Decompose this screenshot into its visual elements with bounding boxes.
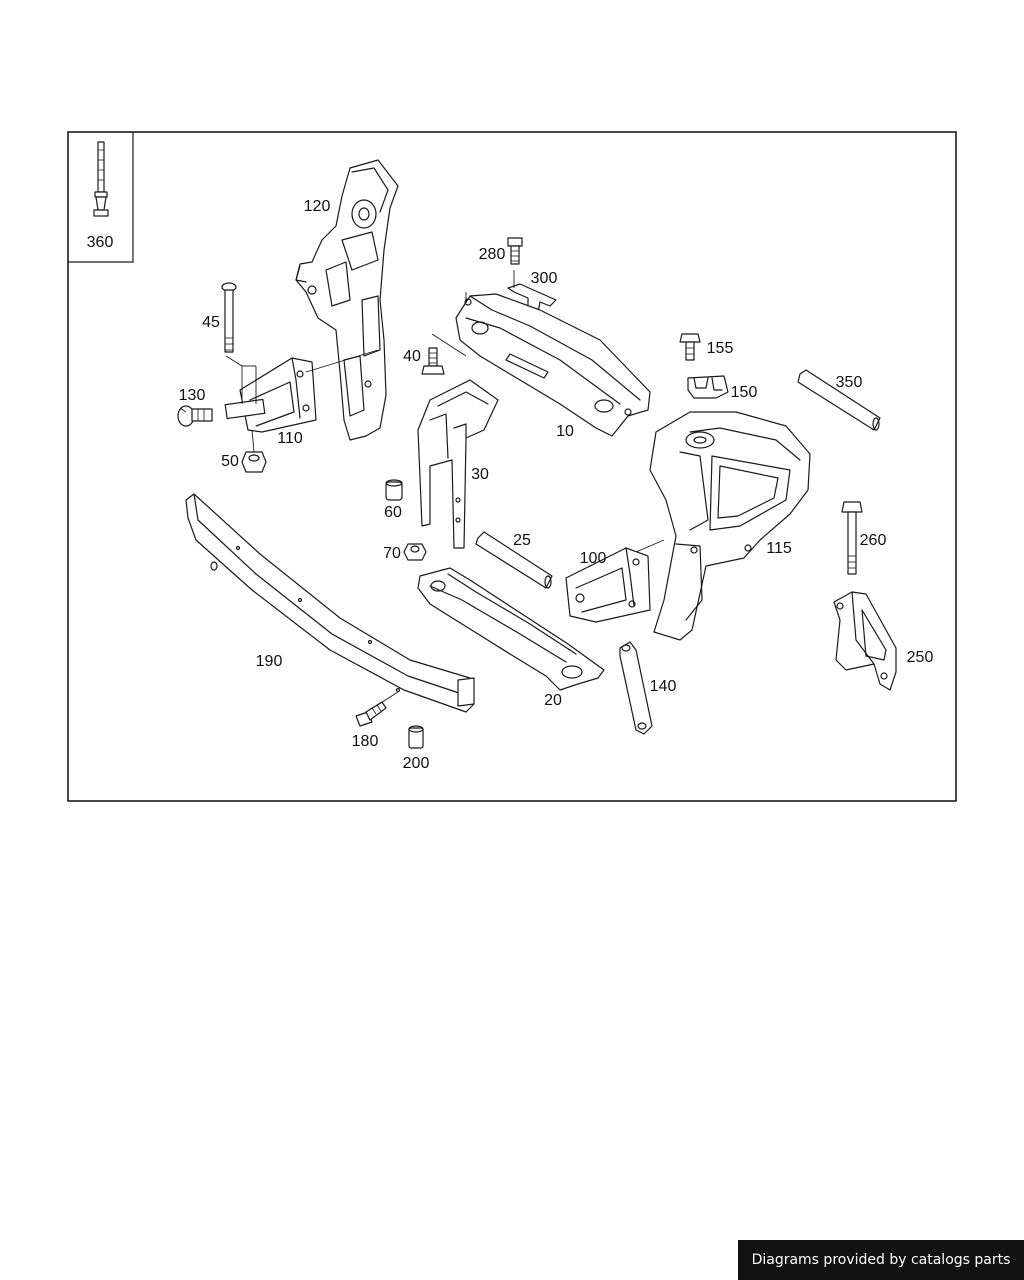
part-10-upper-crossmember[interactable] [455, 293, 651, 437]
label-155: 155 [707, 340, 734, 357]
part-60-bushing[interactable] [385, 479, 403, 501]
label-250: 250 [907, 649, 934, 666]
label-280: 280 [479, 246, 506, 263]
label-260: 260 [860, 532, 887, 549]
label-300: 300 [531, 270, 558, 287]
label-25: 25 [513, 532, 531, 549]
label-50: 50 [221, 453, 239, 470]
label-150: 150 [731, 384, 758, 401]
label-110: 110 [277, 430, 303, 447]
part-360-bolt[interactable] [93, 141, 109, 217]
label-190: 190 [256, 653, 283, 670]
part-150-clip[interactable] [687, 375, 729, 399]
part-100-crash-box-right[interactable] [565, 547, 651, 623]
part-350-strip[interactable] [797, 369, 881, 431]
part-180-bolt[interactable] [355, 701, 387, 727]
label-120: 120 [304, 198, 331, 215]
leader-lines [179, 270, 665, 707]
label-40: 40 [403, 348, 421, 365]
part-115-headlamp-carrier-right[interactable] [649, 411, 811, 641]
part-40-bolt[interactable] [421, 347, 445, 375]
part-140-strut[interactable] [619, 641, 653, 735]
inset-box [68, 132, 134, 263]
part-190-bumper-beam[interactable] [185, 493, 475, 713]
part-200-bushing[interactable] [408, 725, 424, 749]
diagram-frame [67, 131, 957, 802]
part-120-headlamp-carrier-left[interactable] [295, 159, 399, 441]
label-30: 30 [471, 466, 489, 483]
part-50-nut[interactable] [241, 451, 267, 473]
part-20-lower-crossmember[interactable] [417, 567, 605, 691]
label-360: 360 [87, 234, 114, 251]
label-140: 140 [650, 678, 677, 695]
part-250-bracket[interactable] [833, 591, 897, 691]
label-115: 115 [766, 540, 792, 557]
part-300-bracket[interactable] [507, 283, 557, 313]
part-155-bolt[interactable] [679, 333, 701, 361]
label-60: 60 [384, 504, 402, 521]
part-labels: 360 120 280 300 45 40 155 150 350 130 11… [87, 198, 934, 772]
label-100: 100 [580, 550, 607, 567]
part-30-vertical-support[interactable] [417, 379, 499, 549]
label-200: 200 [403, 755, 430, 772]
part-70-nut[interactable] [403, 543, 427, 561]
credit-banner: Diagrams provided by catalogs parts [738, 1240, 1024, 1280]
label-70: 70 [383, 545, 401, 562]
part-45-bolt[interactable] [221, 282, 237, 353]
label-180: 180 [352, 733, 379, 750]
part-280-bolt[interactable] [507, 237, 523, 265]
part-130-bolt[interactable] [177, 405, 213, 427]
part-25-strip[interactable] [475, 531, 553, 589]
label-45: 45 [202, 314, 220, 331]
label-350: 350 [836, 374, 863, 391]
part-110-crash-box-left[interactable] [224, 357, 317, 433]
label-130: 130 [179, 387, 206, 404]
part-260-bolt[interactable] [841, 501, 863, 575]
label-20: 20 [544, 692, 562, 709]
label-10: 10 [556, 423, 574, 440]
